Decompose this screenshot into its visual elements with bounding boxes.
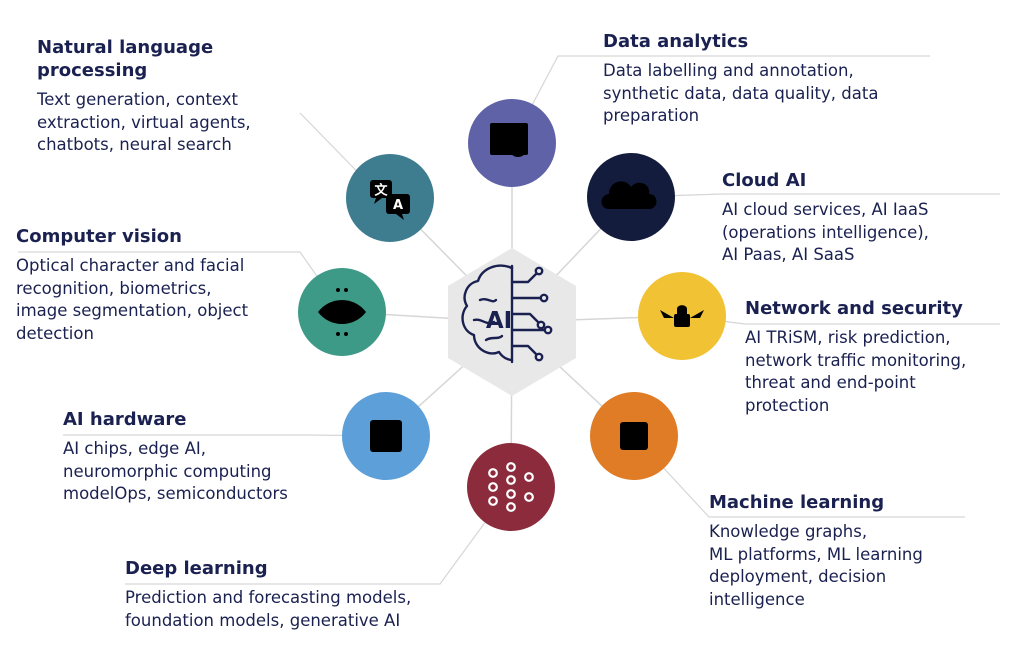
translate-icon: 文A	[370, 180, 410, 220]
label-description-line: Prediction and forecasting models,	[125, 588, 412, 607]
node-computer-vision	[298, 268, 386, 356]
label-description-line: chatbots, neural search	[37, 135, 232, 154]
brain-circuit-icon	[461, 264, 553, 364]
lock-circuit-icon	[660, 296, 704, 327]
translate-icon-glyph: 文	[374, 183, 388, 199]
label-description-line: threat and end-point	[745, 373, 916, 392]
label-description-line: foundation models, generative AI	[125, 610, 401, 630]
label-description-machine-learning: Knowledge graphs, ML platforms, ML learni…	[709, 521, 999, 611]
label-description-line: extraction, virtual agents,	[37, 112, 251, 132]
node-ai-hardware	[342, 392, 430, 480]
node-data-analytics	[468, 99, 556, 187]
label-description-nlp: Text generation, context extraction, virt…	[37, 89, 337, 157]
center-label: AI	[486, 308, 512, 334]
label-title-line: Natural language	[37, 37, 214, 58]
label-description-line: Text generation, context	[37, 90, 239, 109]
label-title-deep-learning: Deep learning	[125, 557, 485, 580]
label-description-line: Data labelling and annotation,	[603, 61, 854, 80]
label-title-line: Network and security	[745, 298, 963, 319]
label-description-computer-vision: Optical character and facial recognition,…	[16, 255, 316, 345]
label-description-line: ML platforms, ML learning	[709, 544, 923, 564]
brain-chip-icon	[612, 412, 656, 460]
label-description-line: AI TRiSM, risk prediction,	[745, 328, 951, 347]
label-title-line: Computer vision	[16, 226, 182, 247]
label-description-line: Knowledge graphs,	[709, 522, 868, 541]
label-description-line: network traffic monitoring,	[745, 350, 967, 370]
label-description-line: AI cloud services, AI IaaS	[722, 200, 929, 219]
cloud-icon	[601, 181, 657, 209]
translate-icon-letter: A	[393, 198, 403, 213]
label-title-line: Deep learning	[125, 558, 268, 579]
label-description-line: AI Paas, AI SaaS	[722, 245, 855, 264]
chip-icon	[364, 414, 408, 458]
label-description-line: preparation	[603, 106, 700, 125]
label-description-line: detection	[16, 323, 94, 343]
label-network-security: Network and security AI TRiSM, risk predi…	[745, 297, 1017, 417]
neural-network-icon	[488, 462, 534, 512]
label-description-line: deployment, decision	[709, 567, 887, 586]
label-title-computer-vision: Computer vision	[16, 225, 316, 248]
label-title-ai-hardware: AI hardware	[63, 408, 353, 431]
label-cloud-ai: Cloud AI AI cloud services, AI IaaS (opera…	[722, 169, 1012, 267]
label-description-deep-learning: Prediction and forecasting models, founda…	[125, 587, 485, 632]
node-machine-learning	[590, 392, 678, 480]
node-network-security	[638, 272, 726, 360]
data-search-icon	[490, 123, 528, 157]
label-title-data-analytics: Data analytics	[603, 30, 943, 53]
label-title-line: processing	[37, 60, 148, 81]
label-description-line: intelligence	[709, 589, 805, 609]
label-title-cloud-ai: Cloud AI	[722, 169, 1012, 192]
eye-chip-icon	[318, 288, 366, 336]
label-title-network-security: Network and security	[745, 297, 1017, 320]
label-description-line: AI chips, edge AI,	[63, 439, 206, 458]
label-ai-hardware: AI hardware AI chips, edge AI, neuromorphi…	[63, 408, 353, 506]
label-description-cloud-ai: AI cloud services, AI IaaS (operations in…	[722, 199, 1012, 267]
node-circle-deep-learning	[467, 443, 555, 531]
label-description-line: Optical character and facial	[16, 256, 245, 275]
node-nlp: 文A	[346, 154, 434, 242]
label-description-line: recognition, biometrics,	[16, 278, 212, 298]
node-deep-learning	[467, 443, 555, 531]
label-description-line: synthetic data, data quality, data	[603, 83, 879, 103]
label-title-line: Data analytics	[603, 31, 749, 52]
label-description-network-security: AI TRiSM, risk prediction, network traffi…	[745, 327, 1017, 417]
label-title-line: Machine learning	[709, 492, 885, 513]
label-description-line: image segmentation, object	[16, 301, 249, 320]
label-title-line: AI hardware	[63, 409, 187, 430]
center-hexagon: AI	[448, 248, 576, 396]
label-description-line: (operations intelligence),	[722, 222, 929, 242]
label-description-line: neuromorphic computing	[63, 461, 272, 481]
label-description-data-analytics: Data labelling and annotation, synthetic …	[603, 60, 943, 128]
label-description-ai-hardware: AI chips, edge AI, neuromorphic computing…	[63, 438, 353, 506]
label-title-machine-learning: Machine learning	[709, 491, 999, 514]
label-description-line: protection	[745, 395, 830, 415]
label-title-line: Cloud AI	[722, 170, 807, 191]
label-description-line: modelOps, semiconductors	[63, 484, 288, 503]
node-cloud-ai	[587, 153, 675, 241]
